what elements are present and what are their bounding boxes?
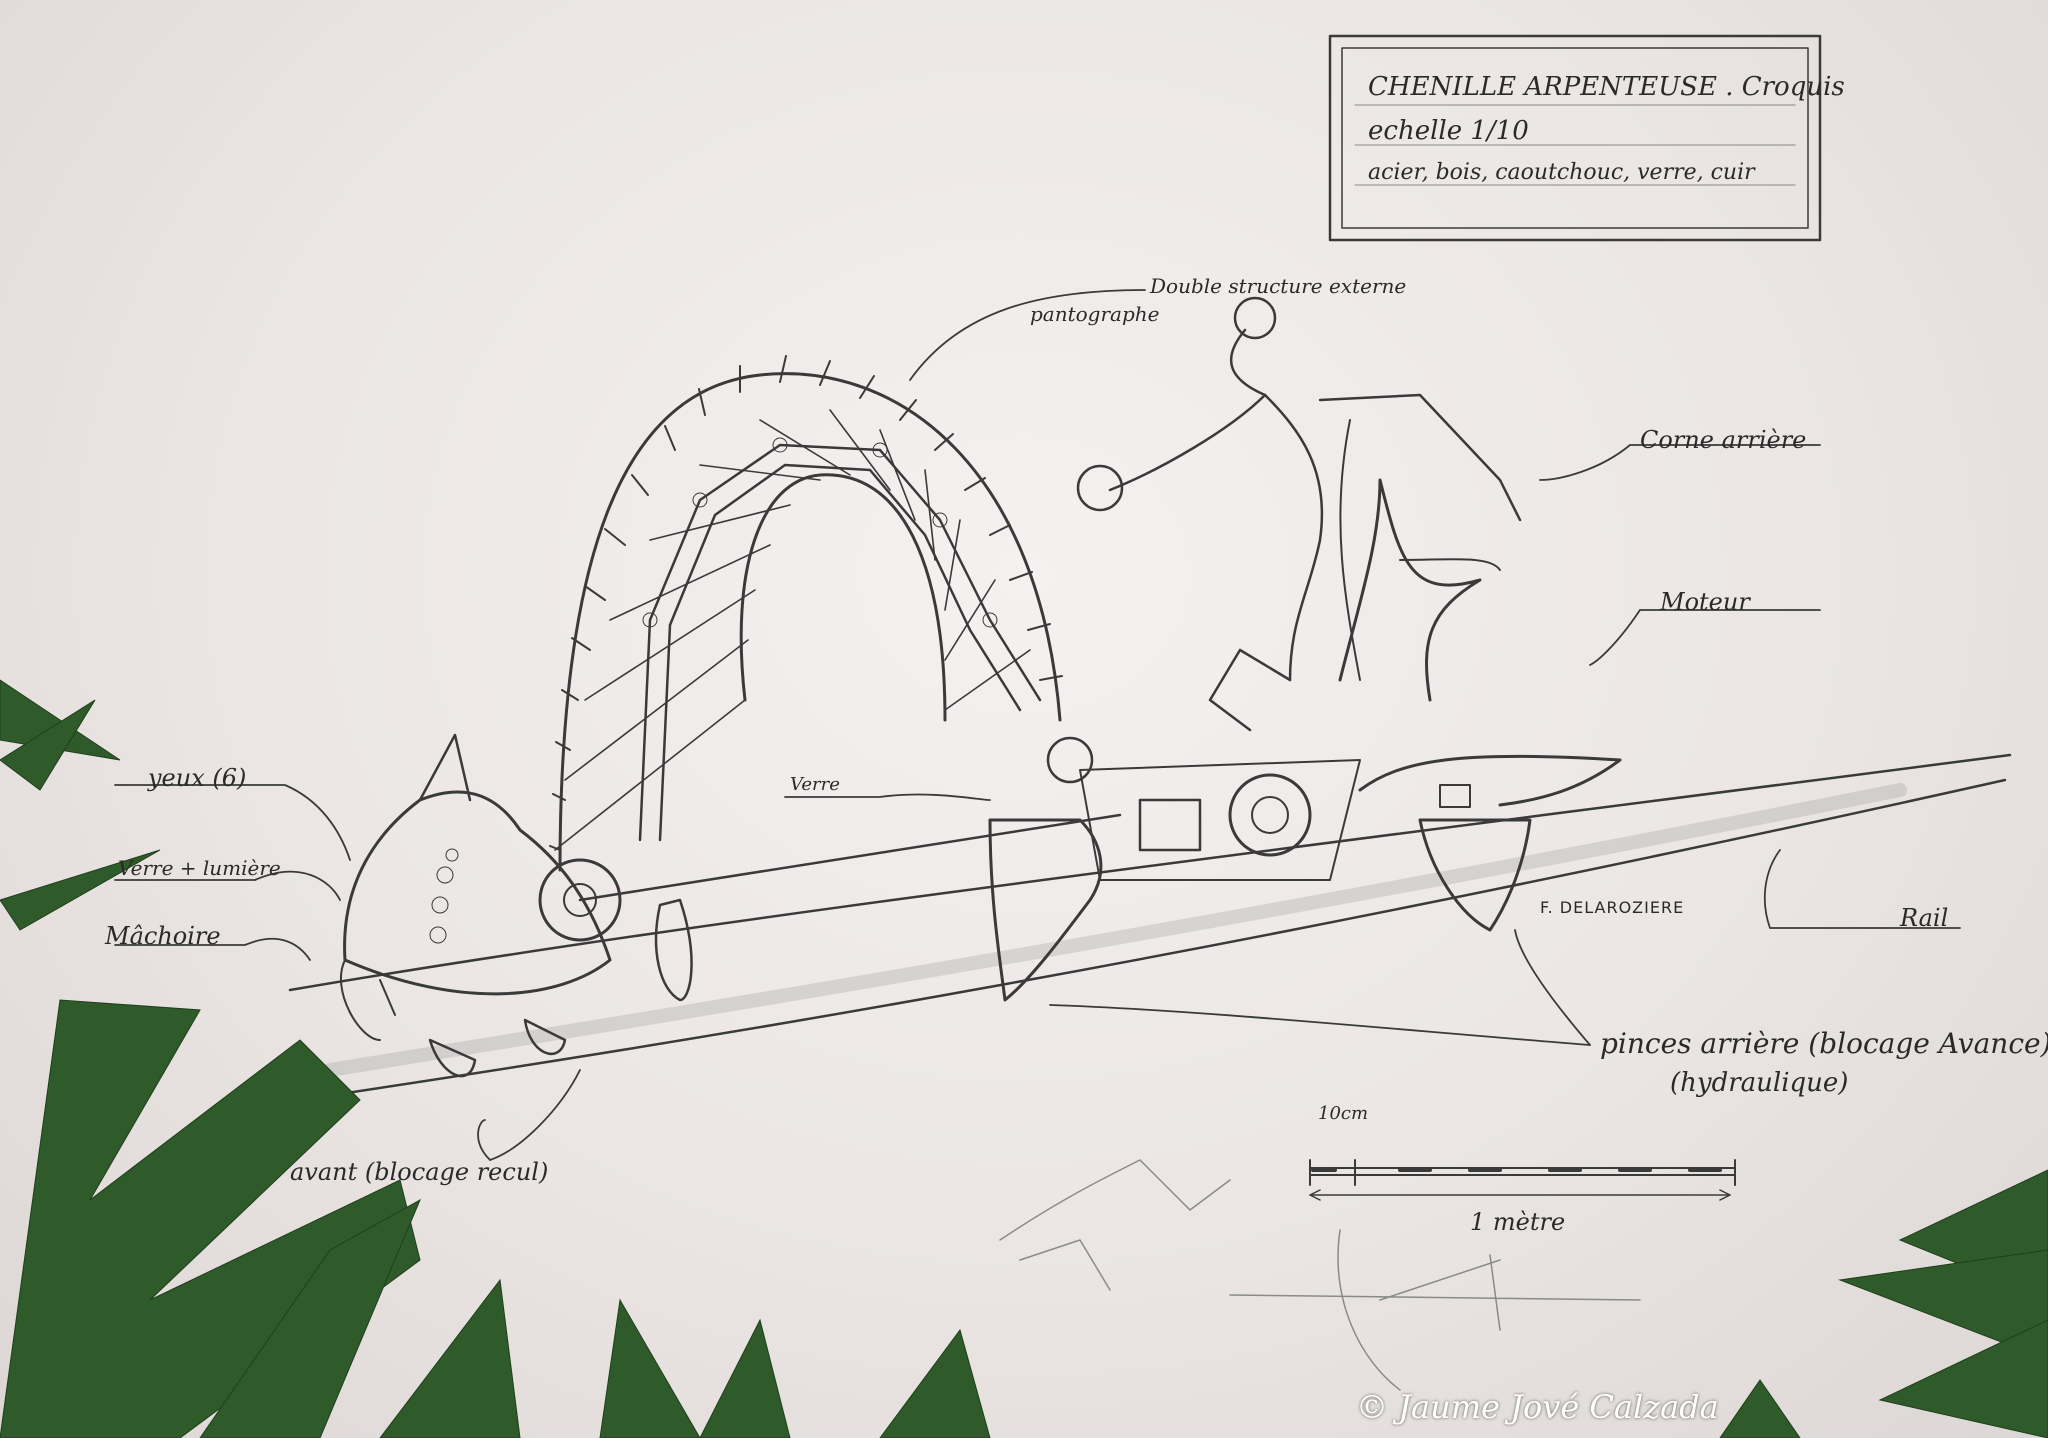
label-yeux: yeux (6) xyxy=(148,764,247,792)
artist-signature: F. DELAROZIERE xyxy=(1540,898,1685,917)
palm-foliage-right xyxy=(1719,1169,2048,1438)
title-block-frame xyxy=(1328,34,1822,242)
label-verre-lumiere: Verre + lumière xyxy=(118,856,281,880)
rear-legs xyxy=(988,754,1622,1002)
photo-credit: © Jaume Jové Calzada xyxy=(1356,1388,1719,1426)
label-pinces-avant: avant (blocage recul) xyxy=(290,1158,549,1186)
mechanism-sketches xyxy=(999,1159,1641,1391)
label-corne: Corne arrière xyxy=(1640,426,1807,454)
title-line-2: echelle 1/10 xyxy=(1368,116,1529,146)
caterpillar-arch xyxy=(549,355,1063,872)
label-double-structure: Double structure externe xyxy=(1150,274,1407,298)
title-line-3: acier, bois, caoutchouc, verre, cuir xyxy=(1368,160,1755,185)
caterpillar-head xyxy=(339,733,612,1078)
palm-foliage-left xyxy=(0,679,991,1438)
scale-total-label: 1 mètre xyxy=(1470,1208,1566,1236)
label-rail: Rail xyxy=(1900,904,1949,932)
motor xyxy=(1046,736,1361,881)
branch-rail xyxy=(288,753,2012,1102)
label-pinces-arriere: pinces arrière (blocage Avance) xyxy=(1600,1027,2048,1060)
title-line-1: CHENILLE ARPENTEUSE . Croquis xyxy=(1368,72,1845,102)
leader-lines xyxy=(114,289,1961,1161)
scale-segment-label: 10cm xyxy=(1318,1103,1369,1124)
label-verre: Verre xyxy=(790,774,840,795)
drive-wheel-front xyxy=(538,813,1122,1002)
label-machoire: Mâchoire xyxy=(105,922,221,950)
rider-figure xyxy=(1076,296,1522,732)
label-hydraulique: (hydraulique) xyxy=(1670,1068,1849,1098)
label-pantographe: pantographe xyxy=(1030,302,1160,326)
label-moteur: Moteur xyxy=(1660,588,1750,616)
scale-bar xyxy=(1309,1159,1736,1201)
rear-horn xyxy=(1338,478,1501,702)
